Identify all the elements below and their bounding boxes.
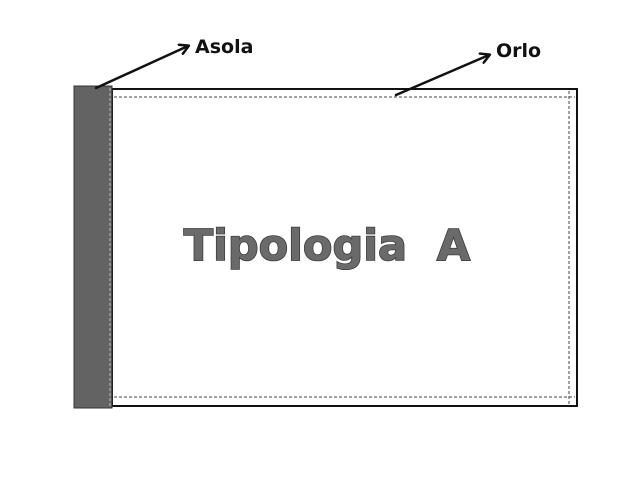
flag-panel: [111, 88, 578, 407]
asola-label: Asola: [195, 36, 253, 58]
pole-sleeve: [73, 85, 113, 409]
orlo-label: Orlo: [496, 40, 541, 62]
diagram-title: Tipologia A: [184, 221, 471, 271]
orlo-arrow: [394, 55, 489, 97]
hem-stitching: [114, 91, 575, 404]
asola-arrow: [94, 46, 188, 90]
